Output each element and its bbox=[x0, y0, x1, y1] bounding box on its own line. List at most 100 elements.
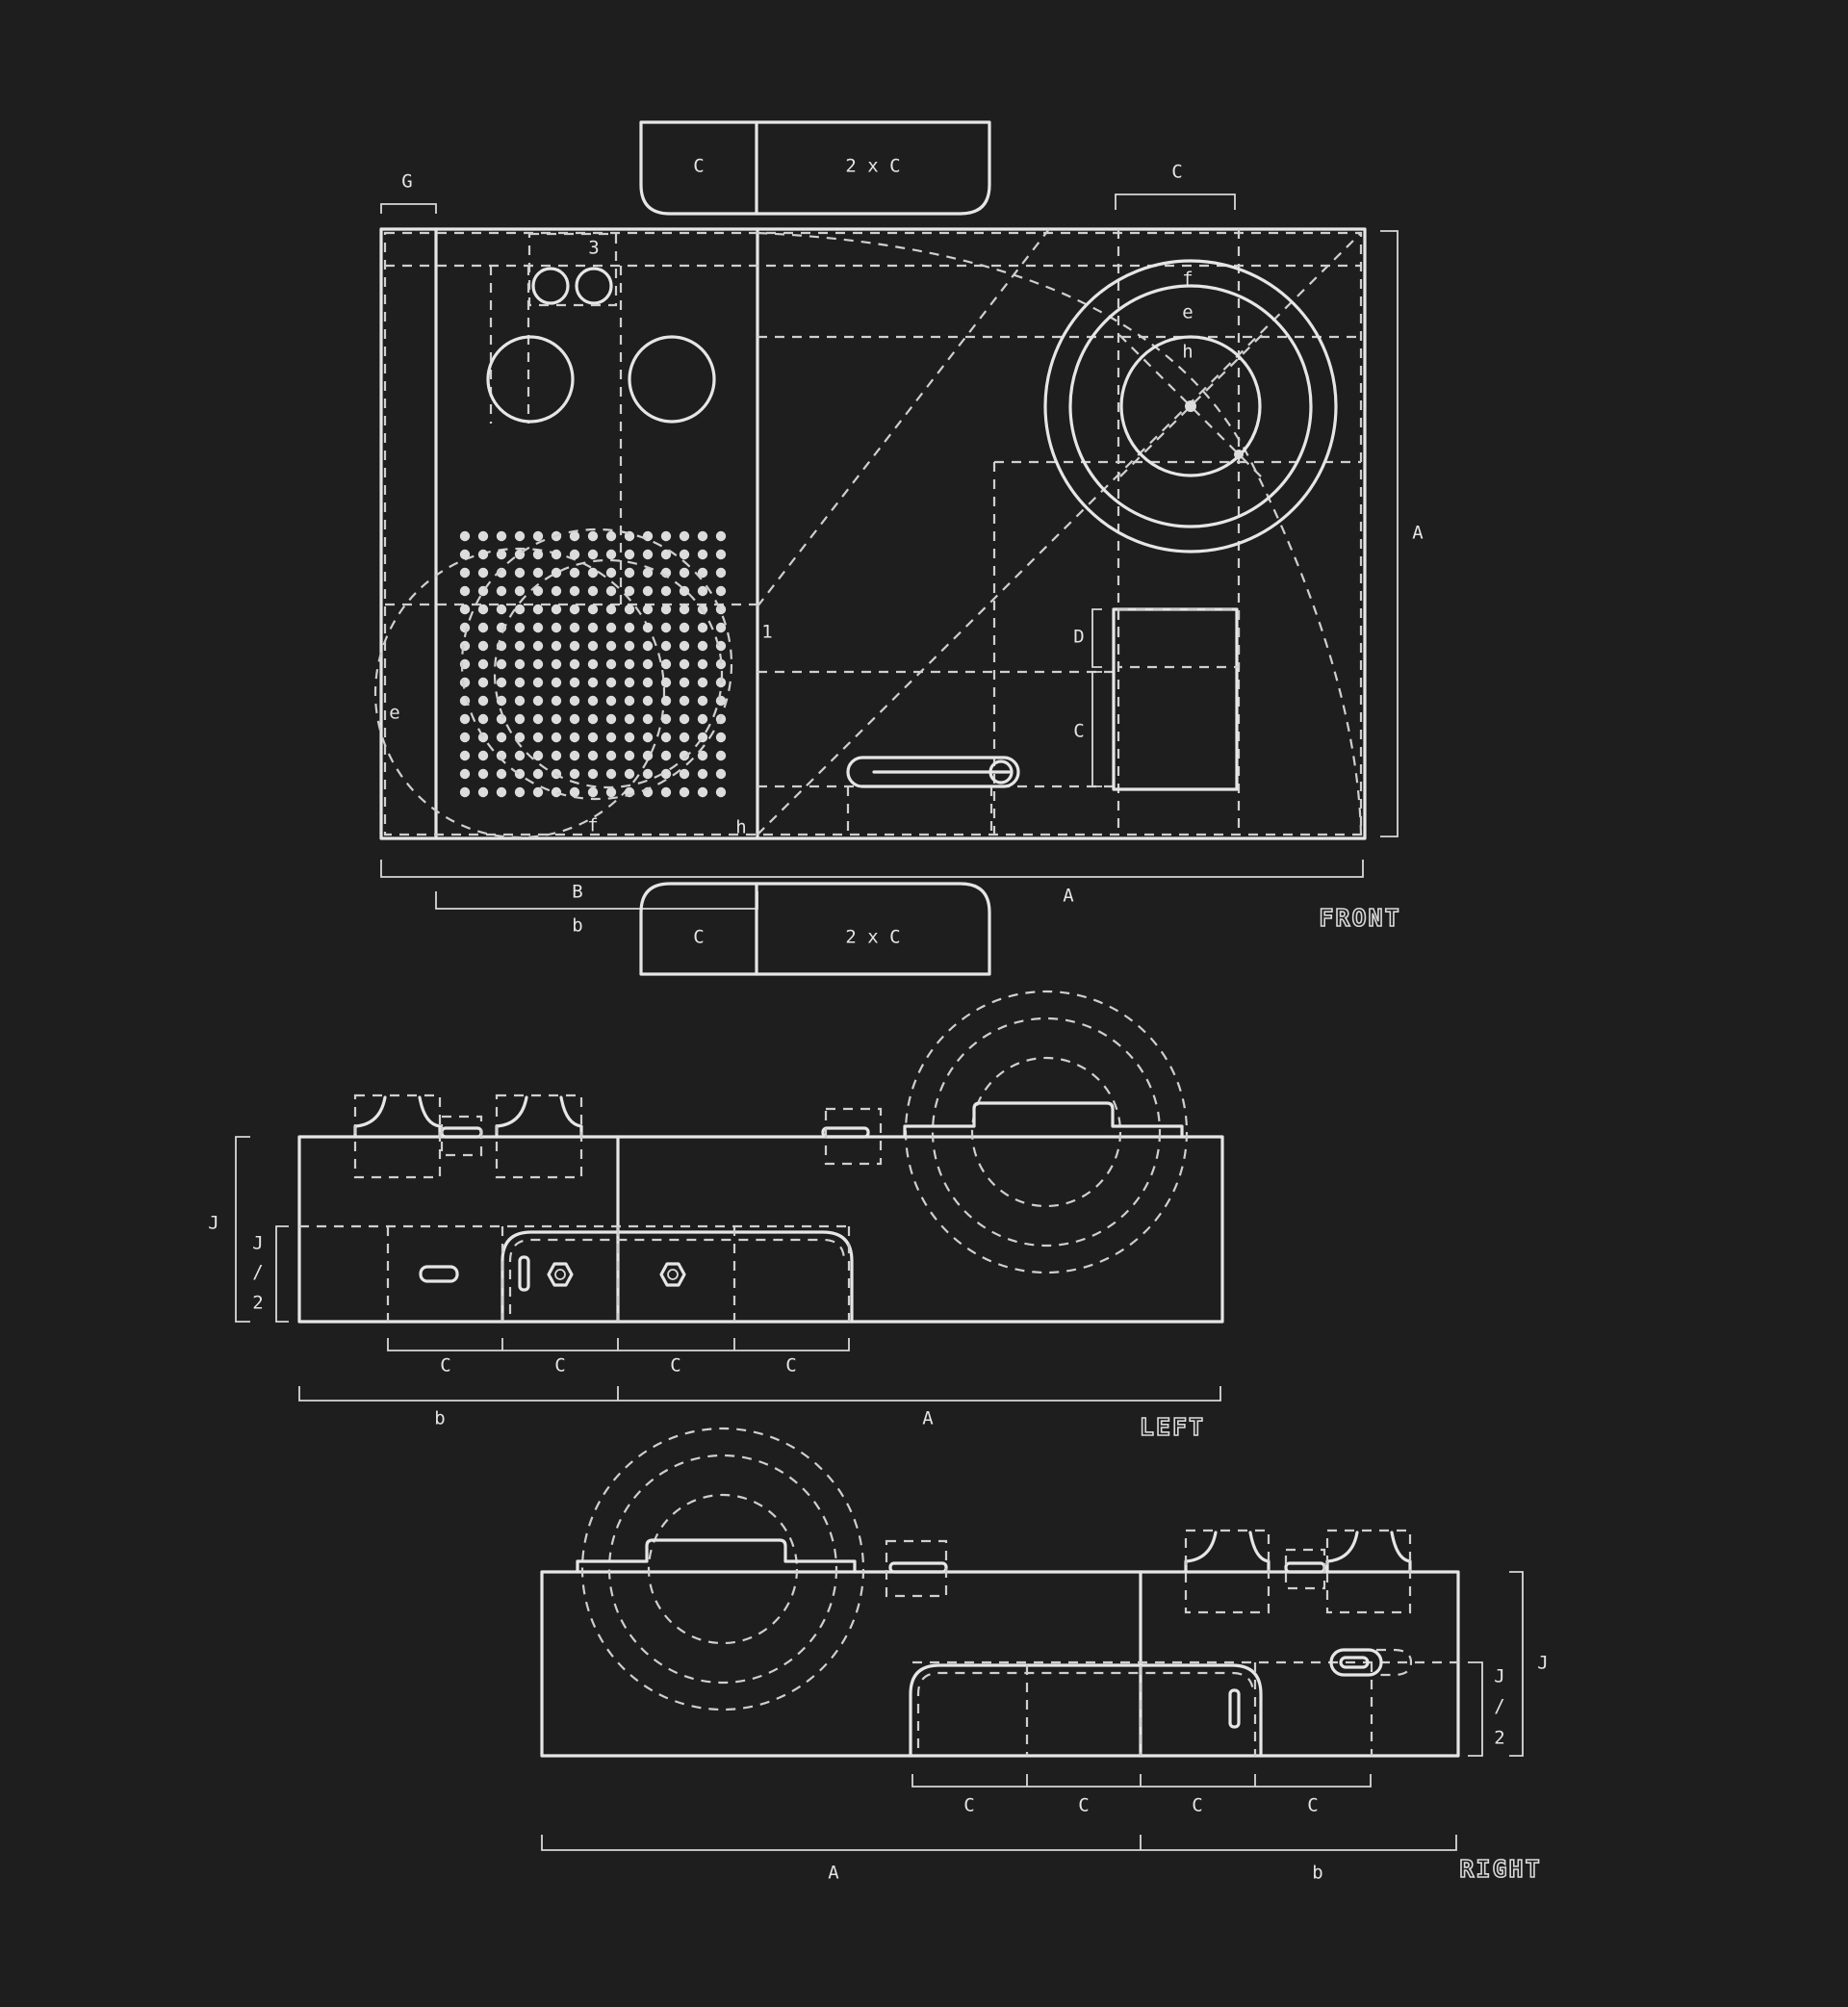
grille-hole bbox=[660, 585, 672, 597]
front-knob-right bbox=[628, 335, 716, 424]
grille-hole bbox=[514, 677, 526, 688]
front-view-title: FRONT bbox=[1319, 904, 1400, 932]
front-small-circle-left bbox=[531, 267, 570, 305]
grille-hole bbox=[624, 567, 635, 579]
grille-hole bbox=[514, 786, 526, 798]
left-dim-b-label: b bbox=[434, 1408, 445, 1429]
front-viewfinder-dimension bbox=[1091, 608, 1102, 787]
left-lens-barrel bbox=[903, 1101, 1184, 1139]
grille-hole bbox=[587, 750, 599, 761]
right-button-top-box bbox=[885, 1539, 948, 1598]
grille-hole bbox=[605, 567, 617, 579]
front-knob-left bbox=[486, 335, 575, 424]
grille-hole bbox=[459, 640, 471, 652]
grille-hole bbox=[605, 604, 617, 615]
left-small-button bbox=[440, 1126, 483, 1139]
left-grip-inner bbox=[508, 1238, 846, 1314]
grille-hole bbox=[459, 530, 471, 542]
right-dim-j-half-bracket bbox=[1468, 1661, 1483, 1757]
grille-hole bbox=[587, 640, 599, 652]
left-view: J J / 2 C C C C b A LEFT bbox=[208, 990, 1224, 1442]
grille-hole bbox=[679, 677, 690, 688]
grille-hole bbox=[459, 786, 471, 798]
left-dim-a-label: A bbox=[922, 1408, 934, 1429]
grille-hole bbox=[459, 549, 471, 560]
grille-hole bbox=[624, 585, 635, 597]
grille-hole bbox=[514, 658, 526, 670]
grille-hole bbox=[660, 677, 672, 688]
grille-hole bbox=[477, 695, 489, 707]
right-grip-inner bbox=[916, 1671, 1255, 1748]
grille-hole bbox=[679, 732, 690, 743]
grille-hole bbox=[715, 585, 727, 597]
grille-hole bbox=[624, 640, 635, 652]
grille-hole bbox=[477, 786, 489, 798]
grille-hole bbox=[715, 750, 727, 761]
grille-hole bbox=[697, 585, 708, 597]
front-grille-e-label: e bbox=[389, 703, 399, 724]
grille-hole bbox=[532, 768, 544, 780]
grille-hole bbox=[459, 677, 471, 688]
front-small-circles-box bbox=[527, 232, 618, 307]
grille-hole bbox=[679, 658, 690, 670]
left-dim-c1: C bbox=[440, 1355, 450, 1377]
grille-hole bbox=[551, 695, 562, 707]
left-dim-j-label: J bbox=[208, 1213, 218, 1234]
grille-hole bbox=[660, 750, 672, 761]
right-small-button-box bbox=[1284, 1548, 1326, 1590]
grille-hole bbox=[679, 604, 690, 615]
front-dim-b-bracket bbox=[435, 891, 758, 910]
grille-hole bbox=[496, 658, 507, 670]
front-slider-knob bbox=[988, 759, 1014, 785]
grille-hole bbox=[715, 732, 727, 743]
grille-hole bbox=[532, 713, 544, 725]
grille-hole bbox=[496, 604, 507, 615]
grille-hole bbox=[587, 585, 599, 597]
left-grip-slot bbox=[518, 1255, 530, 1292]
grille-hole bbox=[532, 658, 544, 670]
grille-hole bbox=[642, 768, 654, 780]
left-screw-2 bbox=[659, 1262, 686, 1287]
grille-hole bbox=[569, 658, 580, 670]
grille-hole bbox=[660, 713, 672, 725]
grille-hole bbox=[551, 567, 562, 579]
grille-hole bbox=[532, 695, 544, 707]
grille-hole bbox=[569, 530, 580, 542]
grille-hole bbox=[642, 622, 654, 633]
grille-hole bbox=[532, 786, 544, 798]
right-lens-barrel bbox=[576, 1538, 857, 1574]
grille-hole bbox=[496, 713, 507, 725]
right-dim-j-half-slash: / bbox=[1494, 1696, 1504, 1717]
right-dim-c4: C bbox=[1307, 1795, 1318, 1816]
left-dim-j-bracket bbox=[235, 1136, 250, 1323]
grille-hole bbox=[624, 658, 635, 670]
grille-hole bbox=[605, 585, 617, 597]
right-knob-2-profile bbox=[1325, 1531, 1412, 1574]
front-lens-h-label: h bbox=[1182, 342, 1193, 363]
left-dim-j-half-bottom: 2 bbox=[252, 1293, 263, 1314]
grille-hole bbox=[459, 567, 471, 579]
grille-hole bbox=[477, 640, 489, 652]
grille-hole bbox=[660, 658, 672, 670]
left-usb-port bbox=[419, 1265, 459, 1283]
left-knob-2-profile bbox=[495, 1095, 583, 1139]
grille-hole bbox=[660, 622, 672, 633]
grille-hole bbox=[660, 768, 672, 780]
grille-hole bbox=[532, 677, 544, 688]
grille-hole bbox=[642, 695, 654, 707]
front-grille-f-label: f bbox=[587, 815, 598, 836]
grille-hole bbox=[587, 658, 599, 670]
left-grip-panel bbox=[500, 1230, 854, 1324]
grille-hole bbox=[477, 658, 489, 670]
front-dim-g-bracket bbox=[380, 203, 437, 214]
grille-hole bbox=[605, 768, 617, 780]
grille-hole bbox=[605, 530, 617, 542]
grille-hole bbox=[624, 713, 635, 725]
grille-hole bbox=[642, 750, 654, 761]
front-grille-h-label: h bbox=[735, 817, 746, 838]
grille-hole bbox=[569, 640, 580, 652]
grille-hole bbox=[514, 732, 526, 743]
right-view: J J / 2 C C C C A b RIGHT bbox=[540, 1427, 1549, 1884]
front-top-tab bbox=[639, 120, 991, 216]
